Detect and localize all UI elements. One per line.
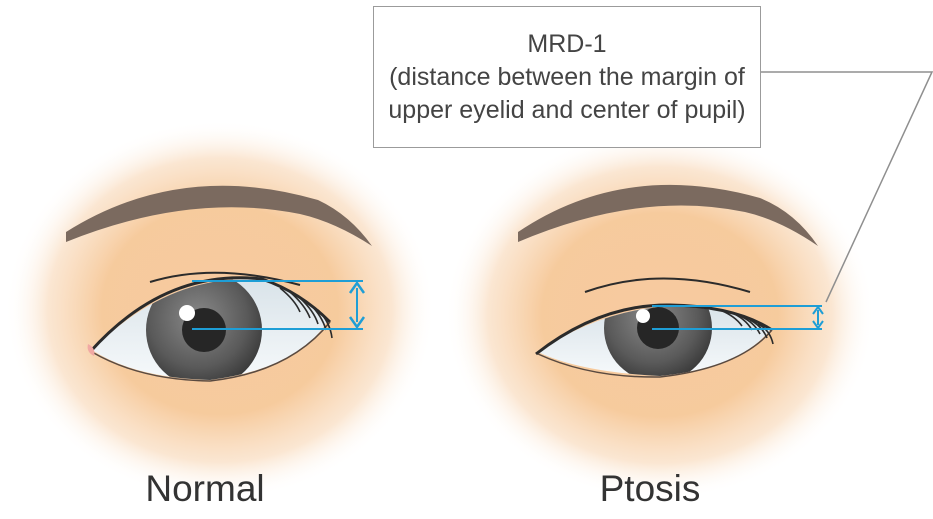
mrd1-callout-box: MRD-1 (distance between the margin of up… <box>373 6 761 148</box>
pupil-highlight-normal <box>179 305 195 321</box>
ptosis-eye <box>445 130 875 500</box>
callout-title: MRD-1 <box>527 28 606 61</box>
caption-ptosis: Ptosis <box>520 468 780 510</box>
caption-normal: Normal <box>75 468 335 510</box>
normal-eye <box>5 120 435 500</box>
callout-line-3: upper eyelid and center of pupil) <box>388 94 745 127</box>
pupil-highlight-ptosis <box>636 309 650 323</box>
callout-line-2: (distance between the margin of <box>389 61 745 94</box>
